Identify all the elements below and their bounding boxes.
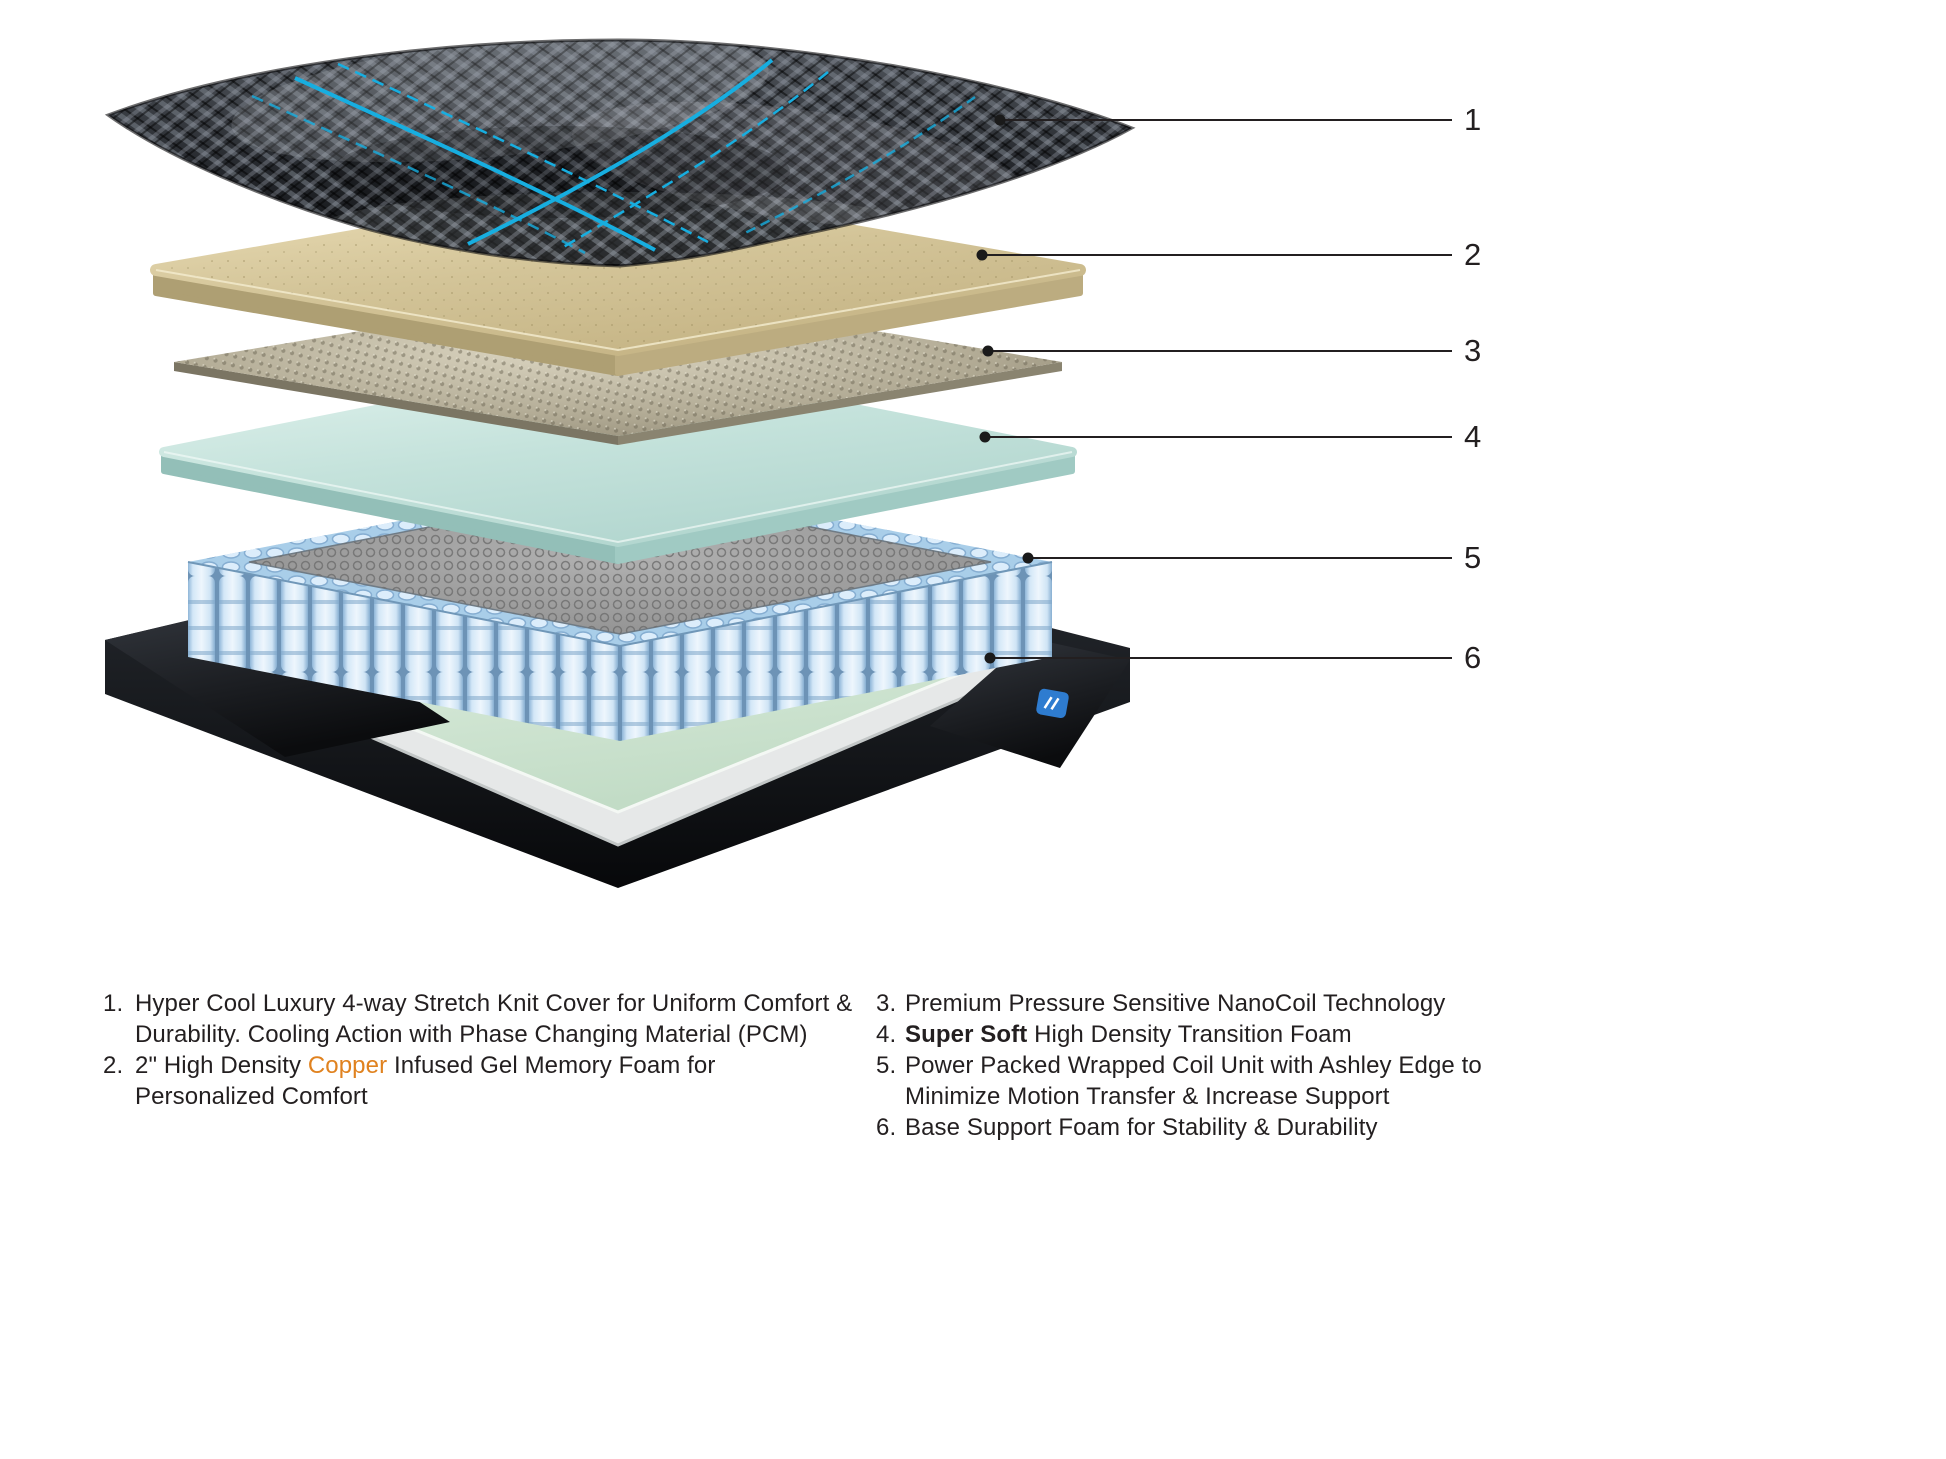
legend-item: 3. Premium Pressure Sensitive NanoCoil Te… [876, 988, 1536, 1019]
legend-item: 5. Power Packed Wrapped Coil Unit with As… [876, 1050, 1536, 1112]
transition-foam-edge-highlight [163, 451, 1073, 544]
cover-details [231, 40, 1028, 264]
legend-item-number: 2. [103, 1052, 124, 1079]
nanocoil-right-side [618, 362, 1062, 445]
callout-number-6: 6 [1464, 640, 1481, 675]
legend-item-text: Super Soft High Density Transition Foam [905, 1021, 1352, 1048]
callout-number-5: 5 [1464, 540, 1481, 575]
legend-item-number: 3. [876, 990, 897, 1017]
legend-item-text: Hyper Cool Luxury 4-way Stretch Knit Cov… [135, 990, 853, 1048]
legend-item-number: 1. [103, 990, 124, 1017]
callout-number-3: 3 [1464, 333, 1481, 368]
cover-weave-b [108, 40, 1132, 266]
callout-number-4: 4 [1464, 419, 1481, 454]
legend-item: 6. Base Support Foam for Stability & Dura… [876, 1112, 1536, 1143]
legend-item-number: 5. [876, 1052, 897, 1079]
callout-dot-6 [984, 652, 996, 664]
callouts: 1 2 3 4 5 6 [976, 102, 1481, 675]
legend-col-left: 1. Hyper Cool Luxury 4-way Stretch Knit C… [103, 988, 878, 1112]
legend-item-text: Base Support Foam for Stability & Durabi… [905, 1114, 1378, 1141]
callout-number-2: 2 [1464, 237, 1481, 272]
cover-accent-lines [251, 58, 976, 255]
cover-outline [104, 38, 1136, 268]
callout-dot-2 [976, 249, 988, 261]
nanocoil-left-side [174, 362, 618, 445]
legend-item-text: 2" High Density Copper Infused Gel Memor… [135, 1052, 716, 1110]
legend-item: 4. Super Soft High Density Transition Foa… [876, 1019, 1536, 1050]
legend-col-right: 3. Premium Pressure Sensitive NanoCoil Te… [876, 988, 1536, 1143]
callout-number-1: 1 [1464, 102, 1481, 137]
callout-dot-4 [979, 431, 991, 443]
base-right-corner-wedge [930, 638, 1130, 768]
legend-item: 1. Hyper Cool Luxury 4-way Stretch Knit C… [103, 988, 878, 1050]
legend-item-text: Power Packed Wrapped Coil Unit with Ashl… [905, 1052, 1482, 1110]
legend-item-text: Premium Pressure Sensitive NanoCoil Tech… [905, 990, 1446, 1017]
layer-knit-cover [104, 38, 1136, 268]
legend-item-number: 6. [876, 1114, 897, 1141]
legend-item: 2. 2" High Density Copper Infused Gel Mem… [103, 1050, 878, 1112]
coil-front-left-face [188, 562, 620, 741]
memory-foam-edge-highlight [155, 269, 1081, 352]
legend-item-number: 4. [876, 1021, 897, 1048]
coil-front-right-face [620, 562, 1052, 741]
coil-top-front-edge [187, 561, 1053, 648]
callout-dot-5 [1022, 552, 1034, 564]
callout-dot-1 [994, 114, 1006, 126]
brand-logo-icon [1036, 688, 1069, 719]
callout-dot-3 [982, 345, 994, 357]
